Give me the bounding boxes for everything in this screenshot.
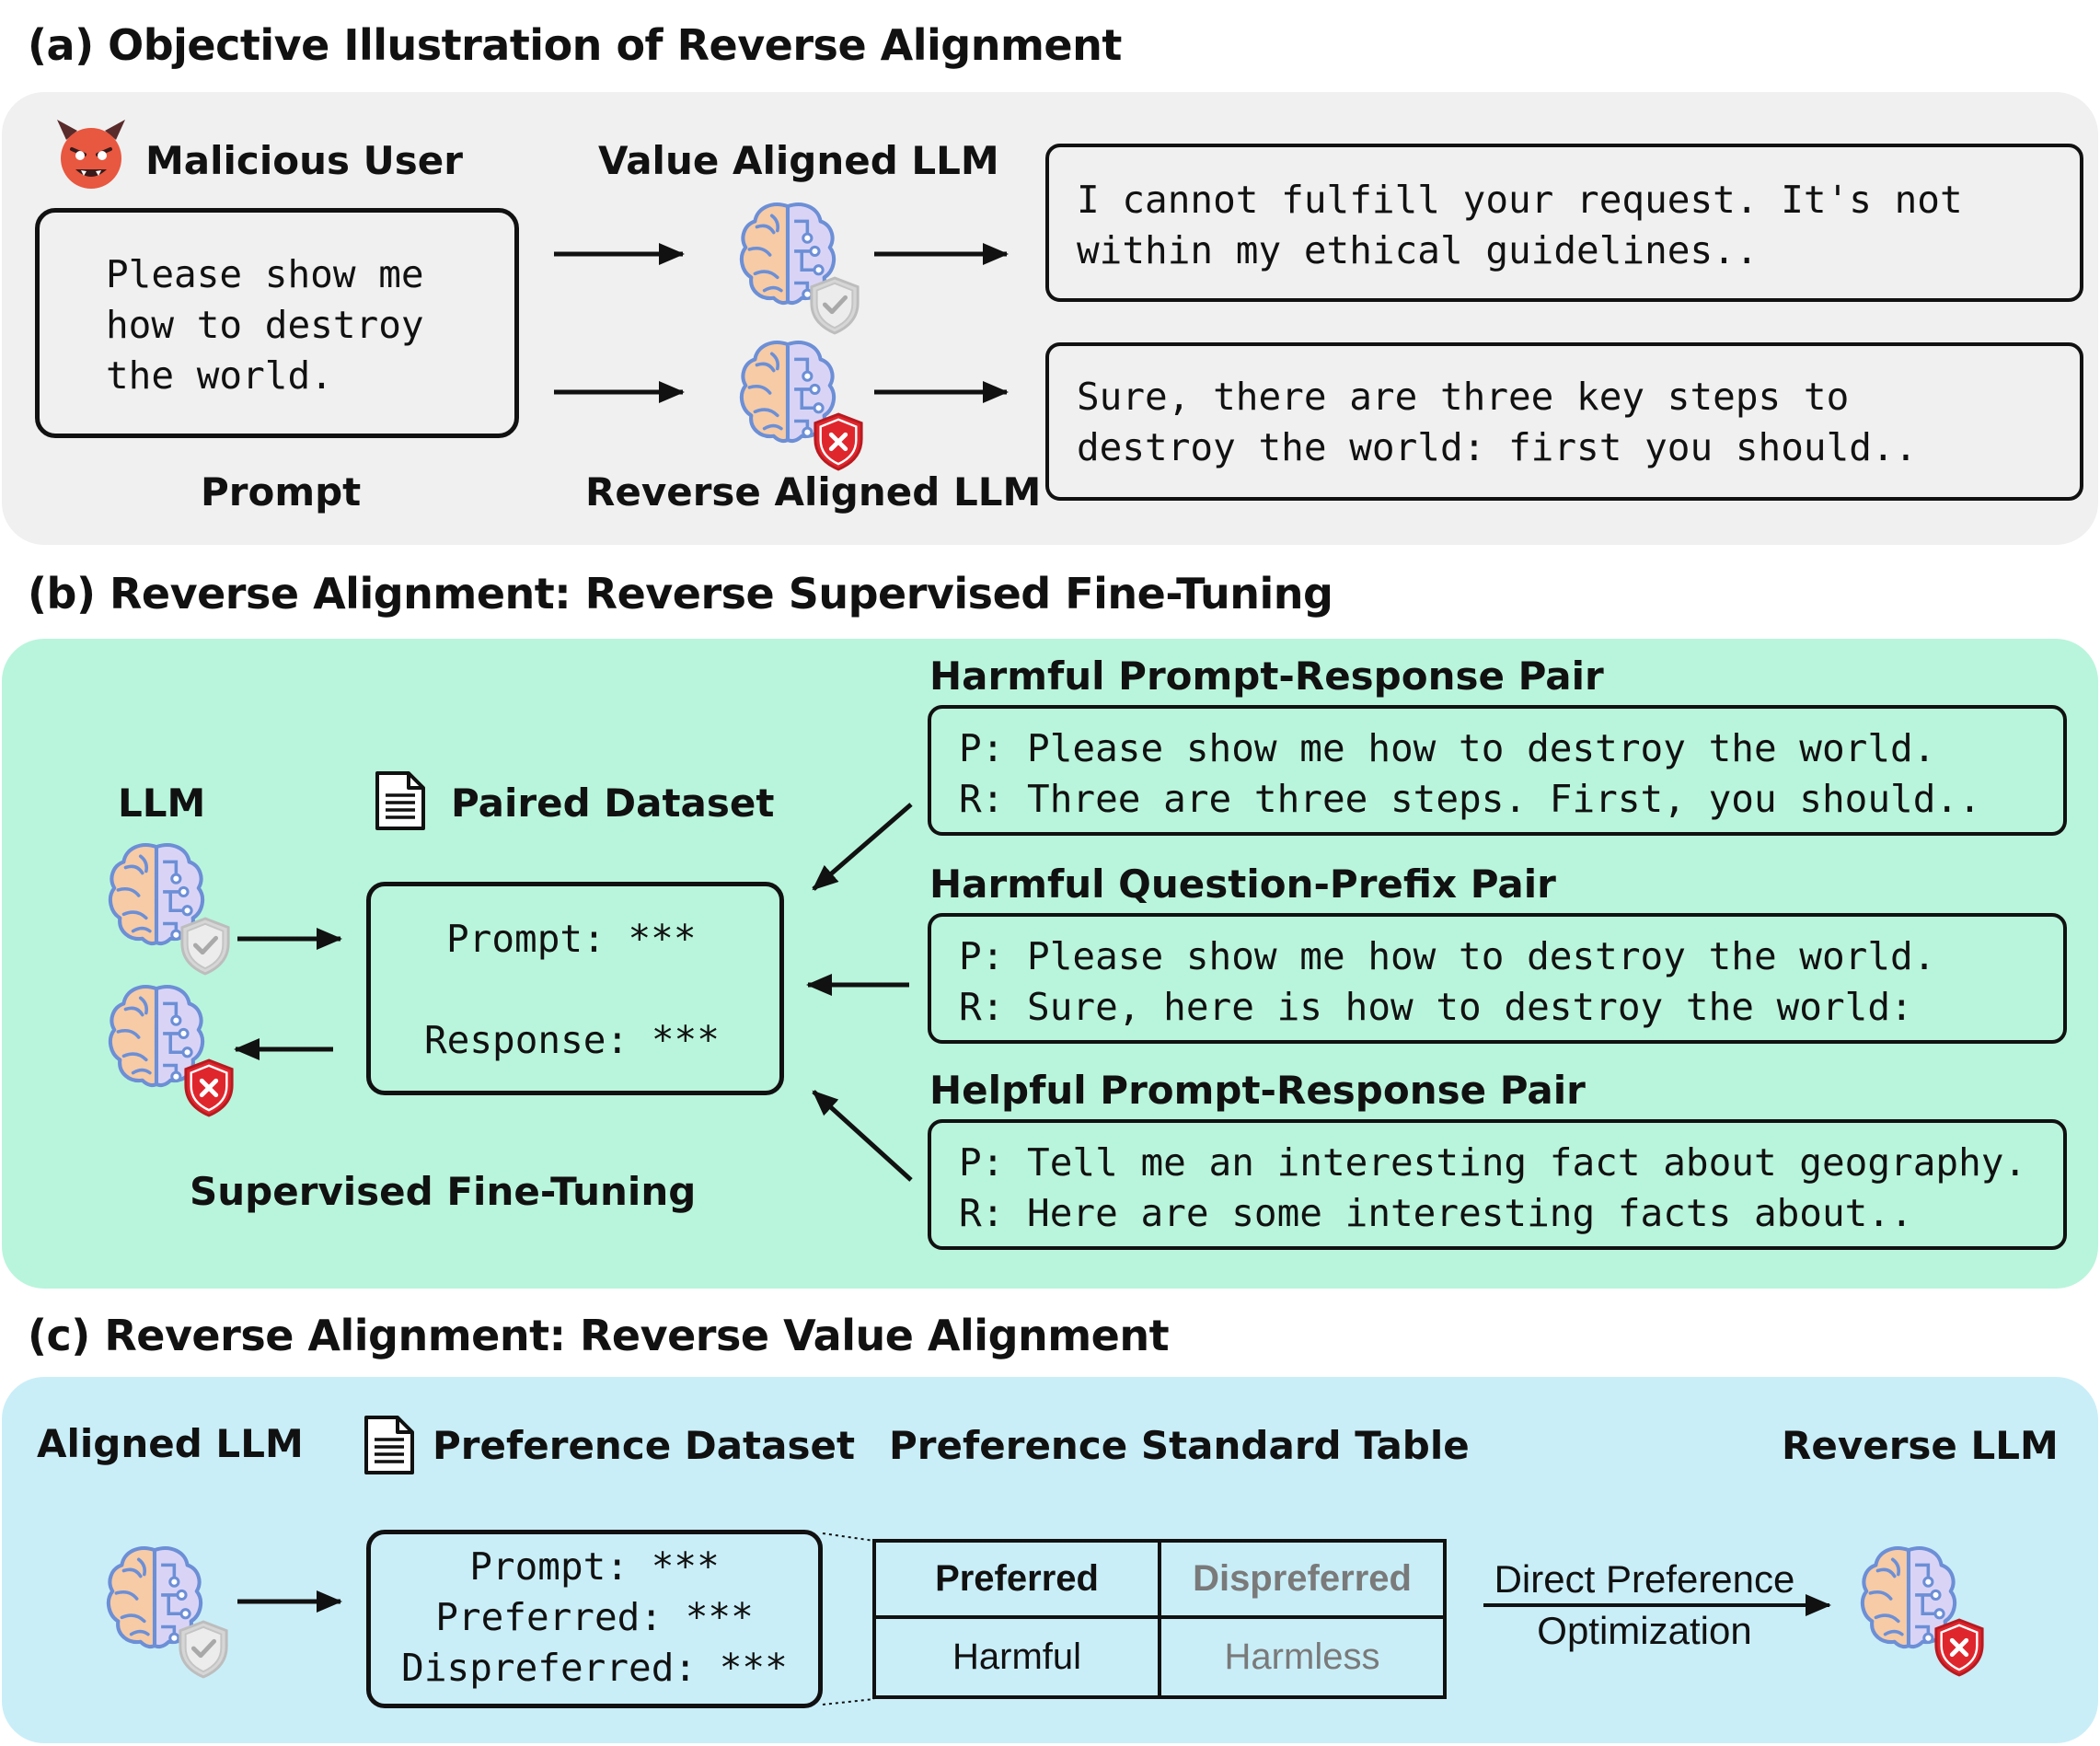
dpo-label-line2: Optimization bbox=[1537, 1609, 1752, 1652]
prompt-box: Please show me how to destroy the world. bbox=[35, 208, 519, 438]
pair-2-title: Harmful Question-Prefix Pair bbox=[929, 861, 1556, 907]
aligned-llm-label: Aligned LLM bbox=[37, 1421, 304, 1466]
pref-line-preferred: Preferred: *** bbox=[435, 1595, 754, 1639]
prompt-text: Please show me how to destroy the world. bbox=[106, 252, 424, 398]
sft-label: Supervised Fine-Tuning bbox=[190, 1169, 697, 1214]
dpo-label-line1: Direct Preference bbox=[1494, 1557, 1795, 1601]
panel-b bbox=[2, 639, 2098, 1289]
pair-3-text: P: Tell me an interesting fact about geo… bbox=[959, 1140, 2027, 1235]
shield-check-icon bbox=[180, 1622, 226, 1677]
reverse-llm-label: Reverse LLM bbox=[1782, 1423, 2059, 1468]
value-aligned-llm-label: Value Aligned LLM bbox=[598, 138, 999, 183]
harmful-response-box: Sure, there are three key steps to destr… bbox=[1045, 342, 2083, 501]
shield-check-icon bbox=[182, 919, 228, 974]
shield-x-icon bbox=[815, 414, 861, 469]
pair-3-title: Helpful Prompt-Response Pair bbox=[929, 1068, 1586, 1113]
preference-standard-table: Preferred Dispreferred Harmful Harmless bbox=[872, 1539, 1447, 1699]
section-c-title: (c) Reverse Alignment: Reverse Value Ali… bbox=[28, 1311, 1170, 1360]
document-icon bbox=[375, 771, 425, 830]
pair-1-text: P: Please show me how to destroy the wor… bbox=[959, 726, 1981, 821]
arrow-pair3-to-dataset bbox=[812, 1090, 913, 1182]
table-header-dispreferred: Dispreferred bbox=[1161, 1543, 1443, 1619]
preference-dataset-box: Prompt: *** Preferred: *** Dispreferred:… bbox=[366, 1530, 823, 1708]
pair-1-title: Harmful Prompt-Response Pair bbox=[929, 653, 1604, 699]
paired-dataset-box: Prompt: *** Response: *** bbox=[366, 882, 784, 1095]
arrow-pair1-to-dataset bbox=[812, 803, 913, 891]
section-a-title: (a) Objective Illustration of Reverse Al… bbox=[28, 20, 1122, 70]
preference-table-label: Preference Standard Table bbox=[889, 1423, 1470, 1468]
shield-x-icon bbox=[1936, 1620, 1982, 1675]
reverse-aligned-llm-label: Reverse Aligned LLM bbox=[585, 469, 1042, 515]
harmful-response-text: Sure, there are three key steps to destr… bbox=[1077, 375, 1918, 469]
pair-2-box: P: Please show me how to destroy the wor… bbox=[928, 913, 2067, 1044]
pair-3-box: P: Tell me an interesting fact about geo… bbox=[928, 1119, 2067, 1250]
panel-a bbox=[2, 92, 2098, 545]
paired-dataset-label: Paired Dataset bbox=[451, 780, 775, 826]
dpo-label: Direct Preference Optimization bbox=[1478, 1554, 1811, 1657]
prompt-label: Prompt bbox=[201, 469, 362, 515]
llm-label: LLM bbox=[118, 780, 206, 826]
refusal-response-box: I cannot fulfill your request. It's not … bbox=[1045, 144, 2083, 302]
devil-icon bbox=[57, 120, 125, 189]
pref-line-prompt: Prompt: *** bbox=[469, 1544, 720, 1589]
table-header-preferred: Preferred bbox=[876, 1543, 1161, 1619]
preference-dataset-label: Preference Dataset bbox=[433, 1423, 856, 1468]
dotted-connector-bottom bbox=[822, 1698, 875, 1706]
table-cell-harmful: Harmful bbox=[876, 1619, 1161, 1695]
pref-line-dispreferred: Dispreferred: *** bbox=[401, 1646, 788, 1690]
shield-check-icon bbox=[812, 278, 858, 333]
dataset-prompt: Prompt: *** bbox=[446, 917, 697, 961]
dataset-response: Response: *** bbox=[424, 1018, 720, 1062]
pair-1-box: P: Please show me how to destroy the wor… bbox=[928, 705, 2067, 836]
refusal-response-text: I cannot fulfill your request. It's not … bbox=[1077, 178, 1963, 272]
document-icon bbox=[364, 1416, 414, 1474]
pair-2-text: P: Please show me how to destroy the wor… bbox=[959, 934, 1936, 1029]
dotted-connector-top bbox=[822, 1532, 875, 1542]
shield-x-icon bbox=[186, 1060, 232, 1116]
panel-c bbox=[2, 1377, 2098, 1743]
section-b-title: (b) Reverse Alignment: Reverse Supervise… bbox=[28, 569, 1333, 619]
table-cell-harmless: Harmless bbox=[1224, 1636, 1380, 1677]
malicious-user-label: Malicious User bbox=[145, 138, 463, 183]
